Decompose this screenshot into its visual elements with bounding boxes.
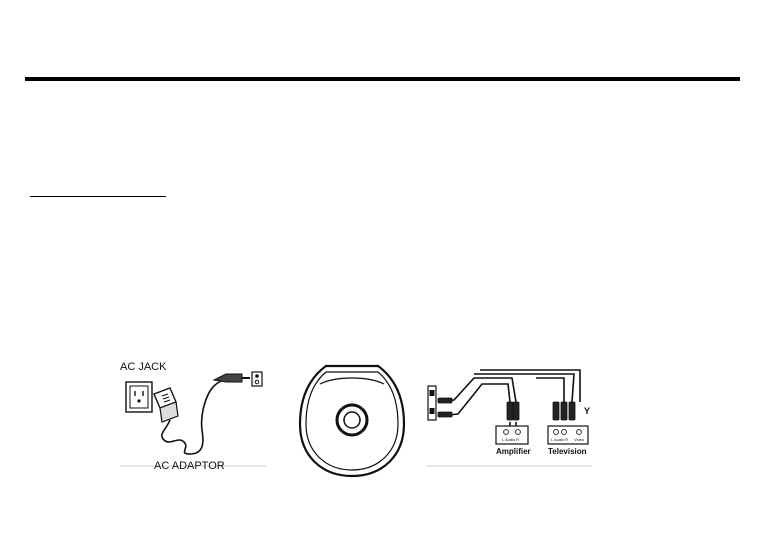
dc-plug-icon bbox=[212, 373, 250, 383]
spindle-outer bbox=[335, 403, 369, 437]
tv-video-port-label: Video bbox=[574, 437, 585, 442]
power-adapter-icon bbox=[153, 387, 179, 423]
ac-adaptor-label: AC ADAPTOR bbox=[154, 460, 225, 472]
ac-adaptor-figure: AC JACK AC ADAPTOR bbox=[120, 361, 266, 472]
ac-jack-label: AC JACK bbox=[120, 361, 167, 373]
header-rule bbox=[25, 77, 740, 81]
player-lid-outline bbox=[305, 371, 399, 471]
power-cord bbox=[161, 377, 237, 455]
amplifier-device: L Audio R bbox=[495, 425, 529, 445]
television-label: Television bbox=[548, 447, 587, 456]
wall-outlet-icon bbox=[125, 381, 153, 413]
section-heading-underline bbox=[30, 196, 166, 197]
player-top-view-figure bbox=[298, 364, 406, 478]
av-connection-figure: Y L Audio R L Audio R Video Amplifier Te… bbox=[426, 369, 592, 467]
dc-jack-icon bbox=[251, 371, 263, 387]
amplifier-label: Amplifier bbox=[496, 447, 531, 456]
player-output-jacks bbox=[427, 385, 437, 421]
y-label: Y bbox=[584, 406, 590, 416]
amplifier-port-label: L Audio R bbox=[502, 437, 519, 442]
player-body-outline bbox=[298, 364, 406, 478]
tv-audio-port-label: L Audio R bbox=[551, 437, 568, 442]
rca-plugs bbox=[437, 397, 576, 421]
television-device: L Audio R Video bbox=[547, 425, 589, 445]
spindle-inner bbox=[343, 411, 361, 429]
